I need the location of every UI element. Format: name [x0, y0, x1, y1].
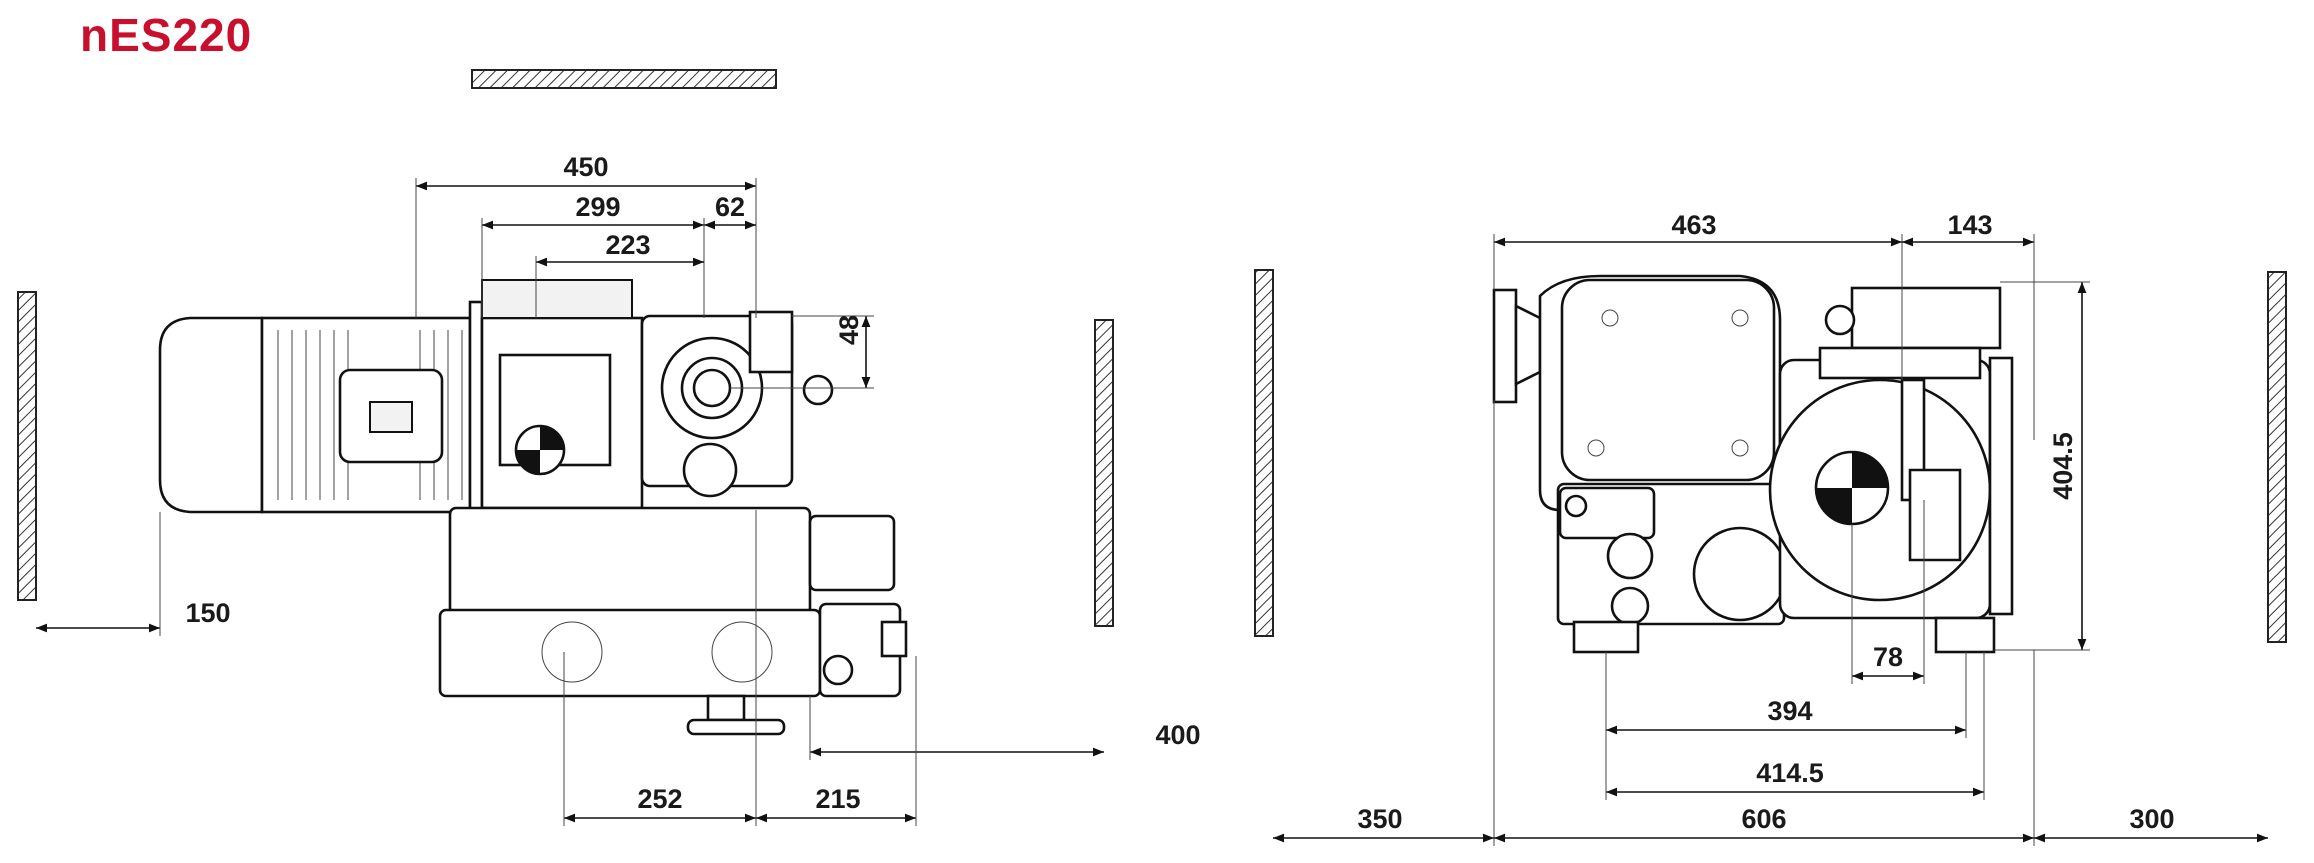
side-view-dim-labels: 450 299 62 223 48 150 400 252 215 [185, 152, 1200, 814]
dim-62: 62 [715, 192, 745, 222]
wall-side-right [1094, 319, 1114, 627]
dim-299: 299 [575, 192, 620, 222]
dim-78: 78 [1873, 642, 1903, 672]
side-view-pump [158, 279, 908, 736]
dim-463: 463 [1671, 210, 1716, 240]
dim-300: 300 [2129, 804, 2174, 834]
dim-223: 223 [605, 230, 650, 260]
dim-404-5: 404.5 [2048, 432, 2078, 500]
front-view-pump [1492, 274, 2014, 654]
front-view-dimensions [1273, 234, 2268, 846]
dim-252: 252 [637, 784, 682, 814]
dim-450: 450 [563, 152, 608, 182]
side-view-dimensions [36, 178, 1104, 826]
wall-top [471, 69, 777, 89]
dim-414-5: 414.5 [1756, 758, 1824, 788]
dim-400: 400 [1155, 720, 1200, 750]
dim-606: 606 [1741, 804, 1786, 834]
dim-215: 215 [815, 784, 860, 814]
wall-left [17, 291, 37, 601]
dim-394: 394 [1767, 696, 1812, 726]
wall-front-left [1254, 269, 1274, 637]
wall-front-right [2267, 271, 2287, 643]
dim-350: 350 [1357, 804, 1402, 834]
front-view-dim-labels: 463 143 404.5 78 394 414.5 350 606 300 [1357, 210, 2174, 834]
dim-48: 48 [834, 315, 864, 345]
dim-143: 143 [1947, 210, 1992, 240]
model-title: nES220 [80, 9, 253, 61]
dim-150: 150 [185, 598, 230, 628]
